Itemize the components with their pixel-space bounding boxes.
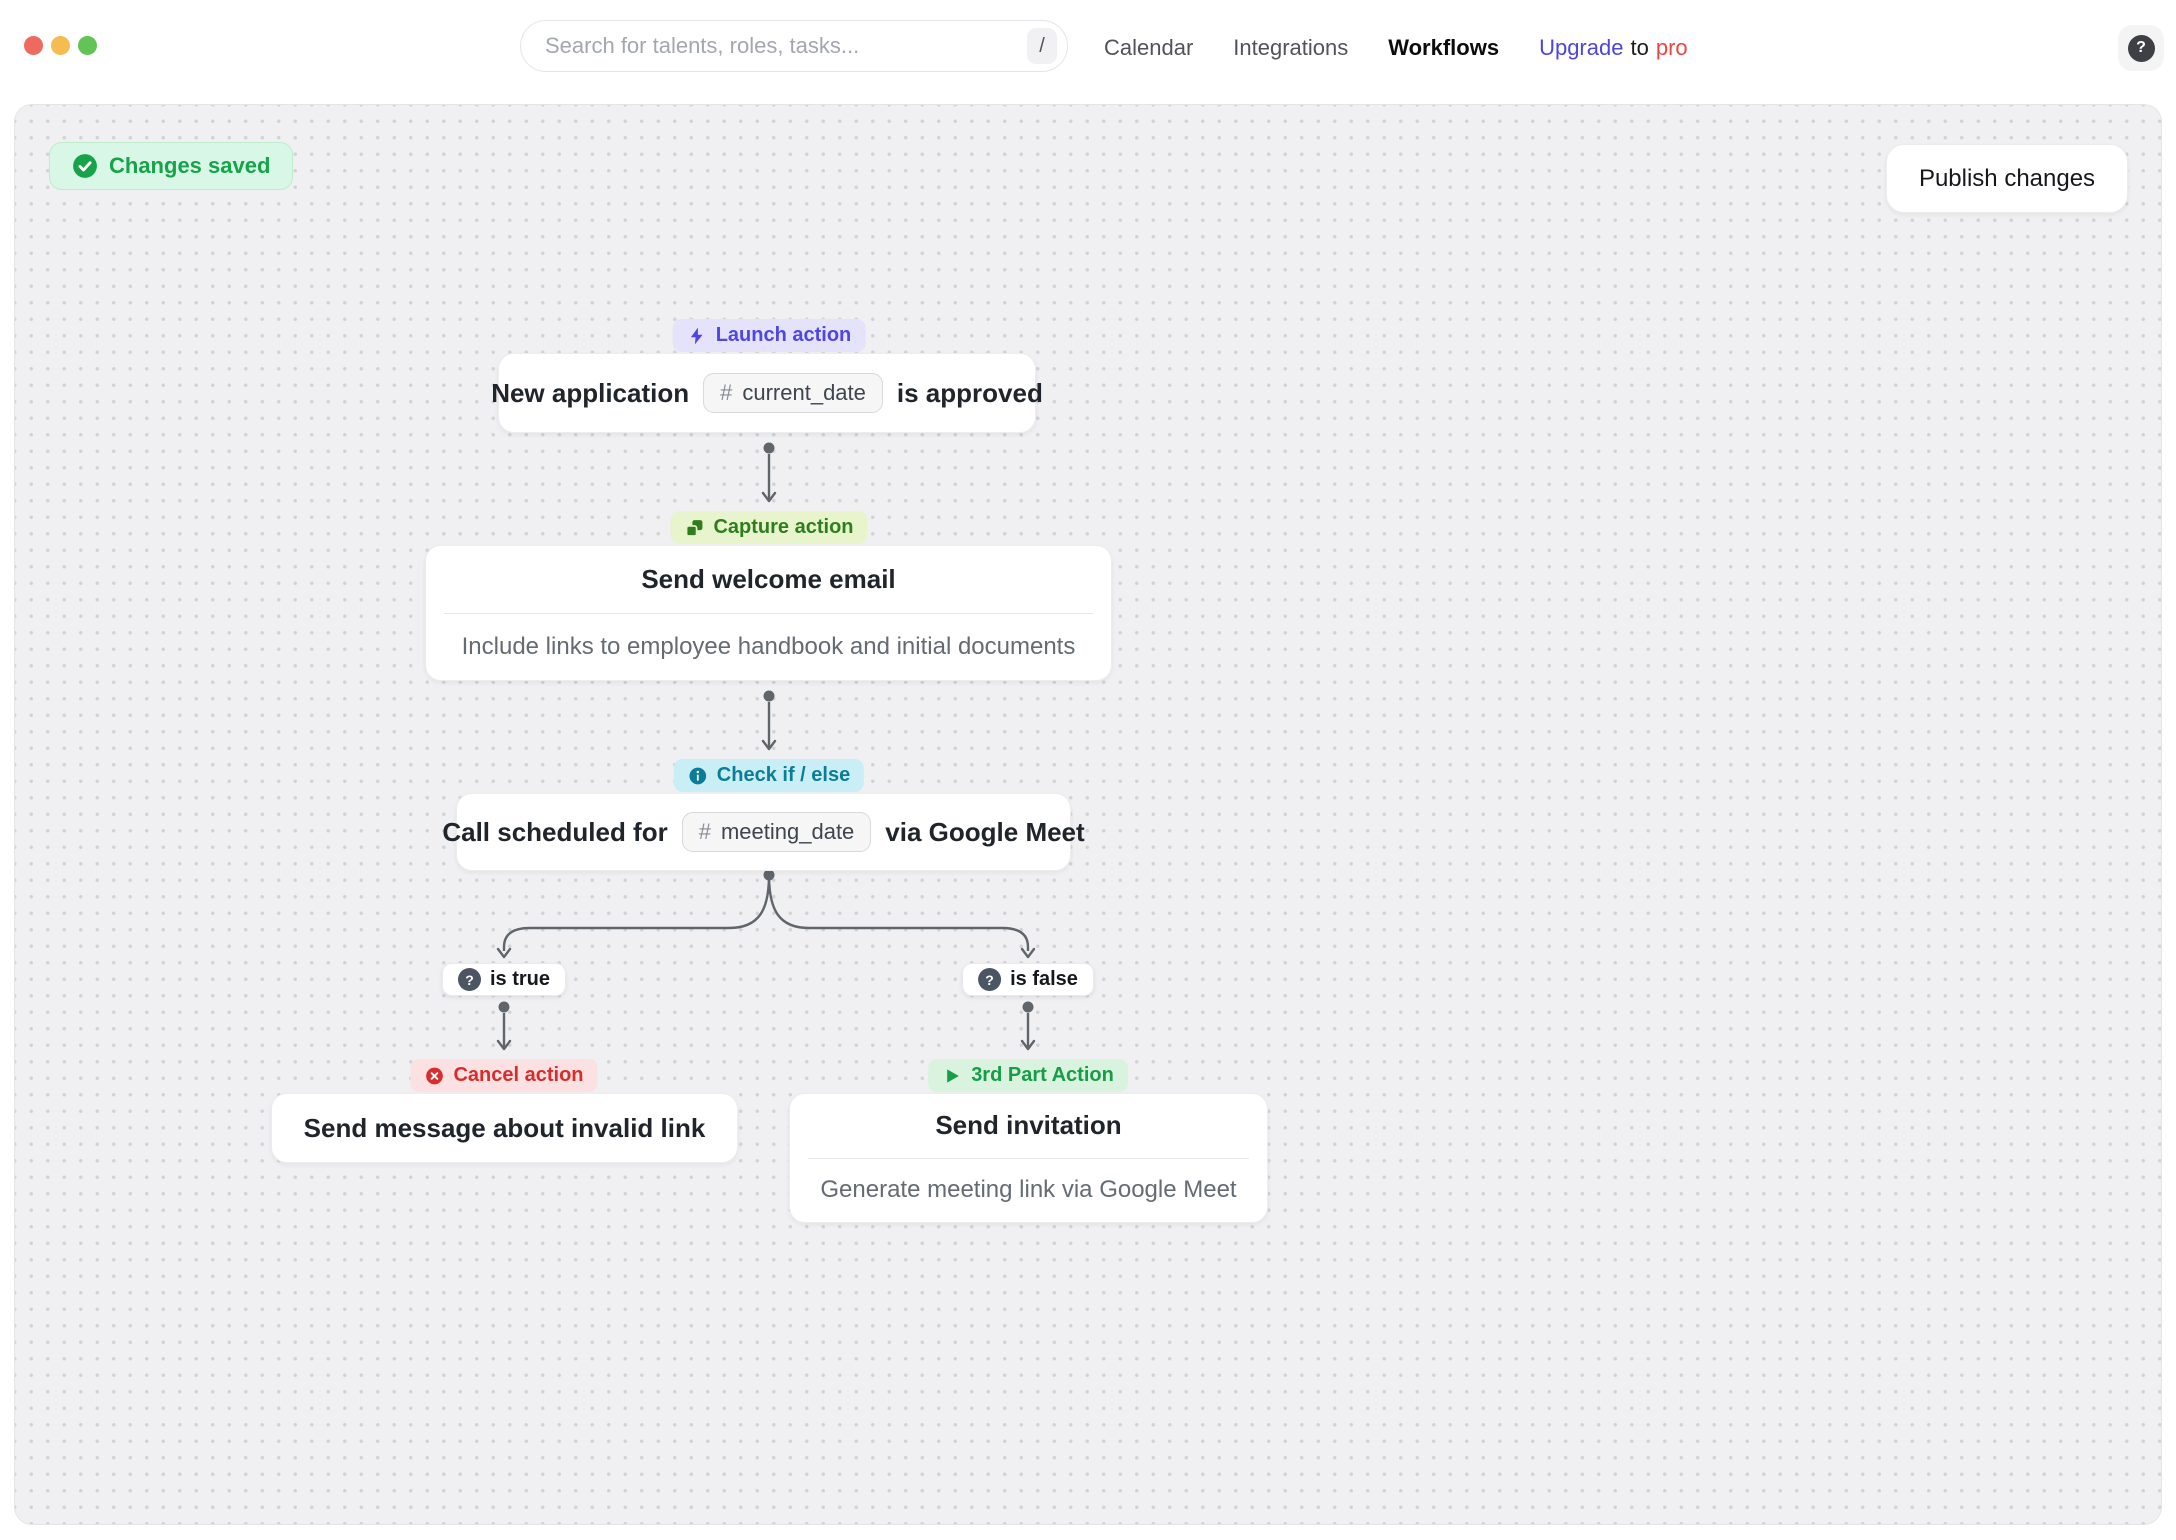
nav-upgrade-to-pro[interactable]: Upgrade to pro bbox=[1539, 35, 1688, 61]
card-divider bbox=[808, 1157, 1249, 1159]
node-text: New application bbox=[491, 377, 690, 408]
hash-icon: # bbox=[698, 819, 711, 844]
node-title: Send invitation bbox=[935, 1110, 1122, 1141]
publish-changes-button[interactable]: Publish changes bbox=[1886, 144, 2128, 213]
card-divider bbox=[444, 612, 1093, 614]
branch-fork-connector bbox=[496, 869, 1036, 959]
x-circle-icon bbox=[426, 1067, 443, 1084]
capture-action-badge: Capture action bbox=[670, 511, 868, 544]
badge-label: Launch action bbox=[715, 324, 852, 346]
variable-chip-meeting-date[interactable]: # meeting_date bbox=[681, 812, 872, 852]
changes-saved-label: Changes saved bbox=[109, 153, 271, 178]
bolt-icon bbox=[690, 327, 703, 344]
nav-workflows[interactable]: Workflows bbox=[1388, 35, 1500, 60]
connector-arrow bbox=[761, 442, 777, 503]
workflow-canvas[interactable]: Changes saved Publish changes Launch act… bbox=[14, 104, 2162, 1525]
copy-squares-icon bbox=[685, 519, 703, 537]
badge-label: Cancel action bbox=[453, 1064, 584, 1086]
play-icon bbox=[947, 1068, 959, 1083]
search-bar[interactable]: / bbox=[520, 20, 1068, 72]
node-title: Send message about invalid link bbox=[303, 1112, 706, 1143]
node-new-application[interactable]: New application # current_date is approv… bbox=[491, 353, 1043, 433]
node-send-invalid-link-message[interactable]: Send message about invalid link bbox=[271, 1093, 738, 1163]
third-party-action-badge: 3rd Part Action bbox=[928, 1059, 1128, 1092]
node-title: Send welcome email bbox=[641, 563, 896, 594]
hash-icon: # bbox=[720, 380, 733, 405]
main-nav: Calendar Integrations Workflows Upgrade … bbox=[1104, 0, 1688, 96]
badge-label: Capture action bbox=[713, 516, 854, 538]
badge-label: 3rd Part Action bbox=[971, 1064, 1114, 1086]
question-icon: ? bbox=[2127, 34, 2155, 62]
node-text: via Google Meet bbox=[885, 816, 1085, 847]
node-text: is approved bbox=[896, 377, 1043, 408]
variable-name: current_date bbox=[742, 380, 866, 405]
badge-label: Check if / else bbox=[716, 764, 851, 786]
condition-is-false-pill[interactable]: ? is false bbox=[962, 963, 1094, 996]
launch-action-badge: Launch action bbox=[672, 319, 866, 352]
help-button[interactable]: ? bbox=[2118, 25, 2164, 71]
slash-shortcut-badge: / bbox=[1027, 28, 1057, 64]
node-send-invitation[interactable]: Send invitation Generate meeting link vi… bbox=[789, 1093, 1268, 1223]
changes-saved-badge: Changes saved bbox=[49, 142, 294, 190]
condition-label: is false bbox=[1010, 968, 1078, 990]
search-input[interactable] bbox=[545, 33, 1027, 59]
node-subtitle: Generate meeting link via Google Meet bbox=[820, 1176, 1237, 1204]
nav-calendar[interactable]: Calendar bbox=[1104, 35, 1194, 60]
connector-arrow bbox=[496, 1001, 512, 1051]
node-call-scheduled[interactable]: Call scheduled for # meeting_date via Go… bbox=[442, 793, 1085, 871]
window-close-icon[interactable] bbox=[24, 36, 43, 55]
question-icon: ? bbox=[457, 968, 481, 991]
check-circle-icon bbox=[73, 154, 97, 178]
variable-chip-current-date[interactable]: # current_date bbox=[703, 373, 883, 413]
node-subtitle: Include links to employee handbook and i… bbox=[461, 632, 1076, 660]
window-minimize-icon[interactable] bbox=[51, 36, 70, 55]
cancel-action-badge: Cancel action bbox=[410, 1059, 598, 1092]
node-send-welcome-email[interactable]: Send welcome email Include links to empl… bbox=[425, 545, 1112, 681]
condition-is-true-pill[interactable]: ? is true bbox=[441, 963, 567, 996]
variable-name: meeting_date bbox=[720, 819, 855, 844]
info-circle-icon bbox=[689, 767, 707, 784]
question-icon: ? bbox=[978, 968, 1002, 991]
connector-arrow bbox=[761, 690, 777, 751]
upgrade-pro-word: pro bbox=[1655, 35, 1688, 60]
window-controls bbox=[24, 36, 97, 55]
upgrade-word: Upgrade bbox=[1539, 35, 1624, 60]
top-bar: / Calendar Integrations Workflows Upgrad… bbox=[0, 0, 2176, 104]
check-if-else-badge: Check if / else bbox=[673, 759, 865, 792]
node-text: Call scheduled for bbox=[442, 816, 668, 847]
window-zoom-icon[interactable] bbox=[78, 36, 97, 55]
connector-arrow bbox=[1020, 1001, 1036, 1051]
upgrade-to-word: to bbox=[1630, 35, 1649, 60]
nav-integrations[interactable]: Integrations bbox=[1233, 35, 1349, 60]
condition-label: is true bbox=[489, 968, 551, 990]
